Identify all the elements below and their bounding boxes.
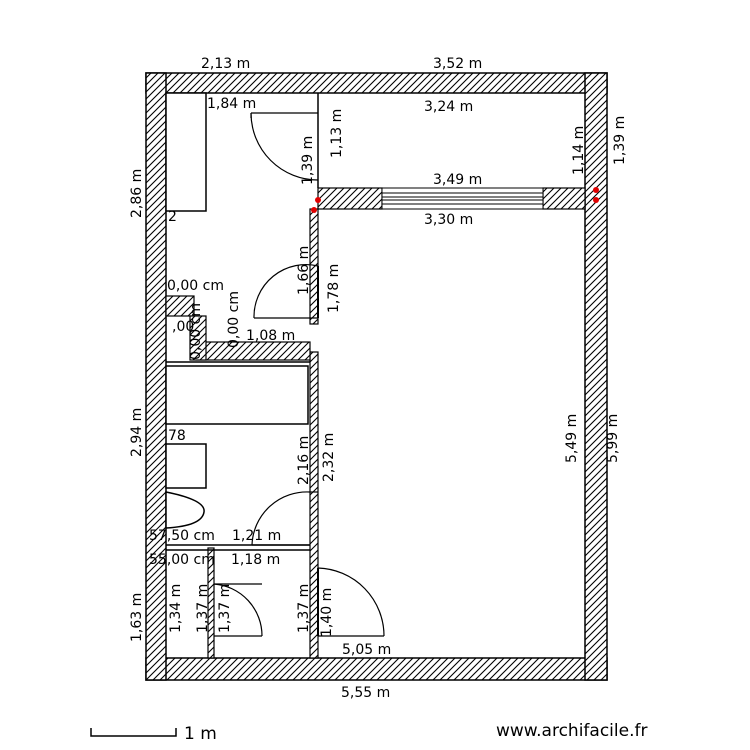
dim-wc-depth-a: 1,34 m — [168, 584, 184, 633]
dim-left-room-depth: 1,13 m — [329, 109, 345, 158]
door-wc — [213, 583, 263, 637]
wall-stub-vertical — [189, 315, 207, 361]
dim-bath-door-height: 2,16 m — [296, 436, 312, 485]
website-label[interactable]: www.archifacile.fr — [496, 721, 647, 741]
wall-hall-bottom — [195, 341, 311, 361]
wall-right — [584, 72, 608, 681]
dim-wc-depth-d: 1,37 m — [296, 584, 312, 633]
dim-left-room-inner-width: 1,84 m — [207, 96, 256, 112]
wall-stub-left — [165, 295, 195, 317]
door-entry — [317, 567, 385, 637]
dim-total-width: 5,55 m — [341, 685, 390, 701]
dim-main-room-bottom-width: 5,05 m — [342, 642, 391, 658]
dim-right-room-depth: 1,14 m — [571, 126, 587, 175]
dim-top-left-width: 2,13 m — [201, 56, 250, 72]
sink — [165, 443, 207, 489]
wall-upper-partition-left — [317, 187, 383, 210]
doors — [213, 112, 385, 637]
dim-wc-width-a: 57,50 cm — [149, 528, 215, 544]
dim-bath-width: 1,21 m — [232, 528, 281, 544]
dim-outer-right-top: 1,39 m — [612, 116, 628, 165]
door-top-left — [250, 112, 319, 181]
junction-markers — [311, 187, 599, 213]
wall-bottom — [145, 657, 608, 681]
dim-wc-width-b: 55,00 cm — [149, 552, 215, 568]
wall-wc-partition — [207, 547, 215, 659]
dim-hall-bottom-width: 1,08 m — [246, 328, 295, 344]
toilet-bowl — [165, 491, 205, 529]
scale-label: 1 m — [184, 724, 217, 744]
fixtures — [165, 92, 309, 529]
door-bathroom — [251, 491, 318, 546]
dim-zero-cm-a: 0,00 cm — [167, 278, 224, 294]
dim-entry-door-height: 1,40 m — [319, 588, 335, 637]
dim-left-mid-height: 2,94 m — [129, 408, 145, 457]
dimension-labels-vertical: 1,39 m 1,13 m 1,14 m 1,39 m 2,86 m 1,66 … — [129, 109, 628, 642]
dim-wc-room-width: 1,18 m — [231, 552, 280, 568]
dimension-labels-horizontal: 2,13 m 3,52 m 1,84 m 3,24 m 3,49 m 3,30 … — [149, 56, 482, 701]
dim-bath-height: 2,32 m — [321, 433, 337, 482]
dim-window-wall-width: 3,49 m — [433, 172, 482, 188]
dim-closet-label: 2 — [168, 209, 177, 225]
wardrobe — [165, 92, 207, 212]
dim-wc-depth-c: 1,37 m — [217, 584, 233, 633]
dim-wc-depth-b: 1,37 m — [195, 584, 211, 633]
dim-hall-height: 1,78 m — [326, 264, 342, 313]
dim-zero-cm-b: 0,00 cm — [188, 303, 204, 360]
dim-door-height-top: 1,39 m — [300, 136, 316, 185]
dim-left-top-height: 2,86 m — [129, 169, 145, 218]
wall-top — [145, 72, 608, 94]
interior-walls — [165, 187, 586, 659]
dim-left-bottom-height: 1,63 m — [129, 593, 145, 642]
dim-main-room-top-width: 3,30 m — [424, 212, 473, 228]
dim-right-room-inner-width: 3,24 m — [424, 99, 473, 115]
wall-upper-partition-right — [542, 187, 586, 210]
dim-small-zero: ,00 — [172, 319, 194, 335]
dim-hall-door-height: 1,66 m — [296, 246, 312, 295]
door-hall — [253, 263, 319, 319]
scale-bar: 1 m — [90, 724, 217, 744]
wall-left — [145, 72, 167, 681]
dim-outer-right-height: 5,99 m — [605, 414, 621, 463]
dim-bath-fixture-label: 78 — [168, 428, 186, 444]
bathtub — [165, 365, 309, 425]
exterior-walls — [145, 72, 608, 681]
dim-top-right-width: 3,52 m — [433, 56, 482, 72]
dim-zero-cm-c: 0,00 cm — [226, 291, 242, 348]
window — [381, 187, 544, 210]
dim-main-room-depth: 5,49 m — [564, 414, 580, 463]
wall-vertical-lower — [309, 351, 319, 659]
